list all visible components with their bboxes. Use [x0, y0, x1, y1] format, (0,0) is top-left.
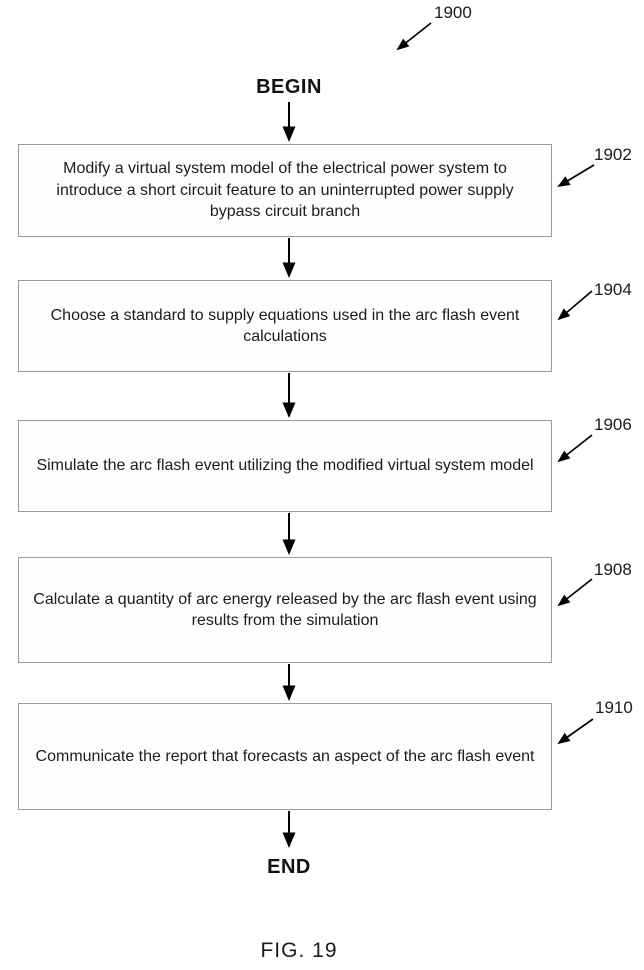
diagram-ref-label: 1900 [434, 3, 472, 22]
step-text: Modify a virtual system model of the ele… [56, 160, 514, 221]
figure-caption: FIG. 19 [260, 939, 338, 962]
step-box-1910: Communicate the report that forecasts an… [18, 703, 552, 810]
step-text: Choose a standard to supply equations us… [50, 306, 520, 346]
step-text: Communicate the report that forecasts an… [35, 747, 535, 765]
step-box-1904: Choose a standard to supply equations us… [18, 280, 552, 372]
step-box-1902: Modify a virtual system model of the ele… [18, 144, 552, 237]
begin-terminal: BEGIN [256, 76, 322, 98]
ref-1910-leader-arrow [557, 718, 594, 745]
ref-label-1910: 1910 [595, 698, 633, 717]
ref-label-1906: 1906 [594, 415, 632, 434]
ref-1904-leader-arrow [557, 290, 593, 321]
step-text: Simulate the arc flash event utilizing t… [36, 457, 534, 475]
ref-label-1902: 1902 [594, 145, 632, 164]
ref-1906-leader-arrow [557, 434, 593, 463]
ref-label-1908: 1908 [594, 560, 632, 579]
ref-label-1904: 1904 [594, 280, 632, 299]
end-terminal: END [267, 856, 311, 878]
ref-1908-leader-arrow [557, 578, 593, 607]
step-box-1908: Calculate a quantity of arc energy relea… [18, 557, 552, 663]
ref-1900-leader-arrow [396, 22, 432, 51]
ref-1902-leader-arrow [557, 164, 595, 188]
step-box-1906: Simulate the arc flash event utilizing t… [18, 420, 552, 512]
step-text: Calculate a quantity of arc energy relea… [33, 590, 537, 630]
